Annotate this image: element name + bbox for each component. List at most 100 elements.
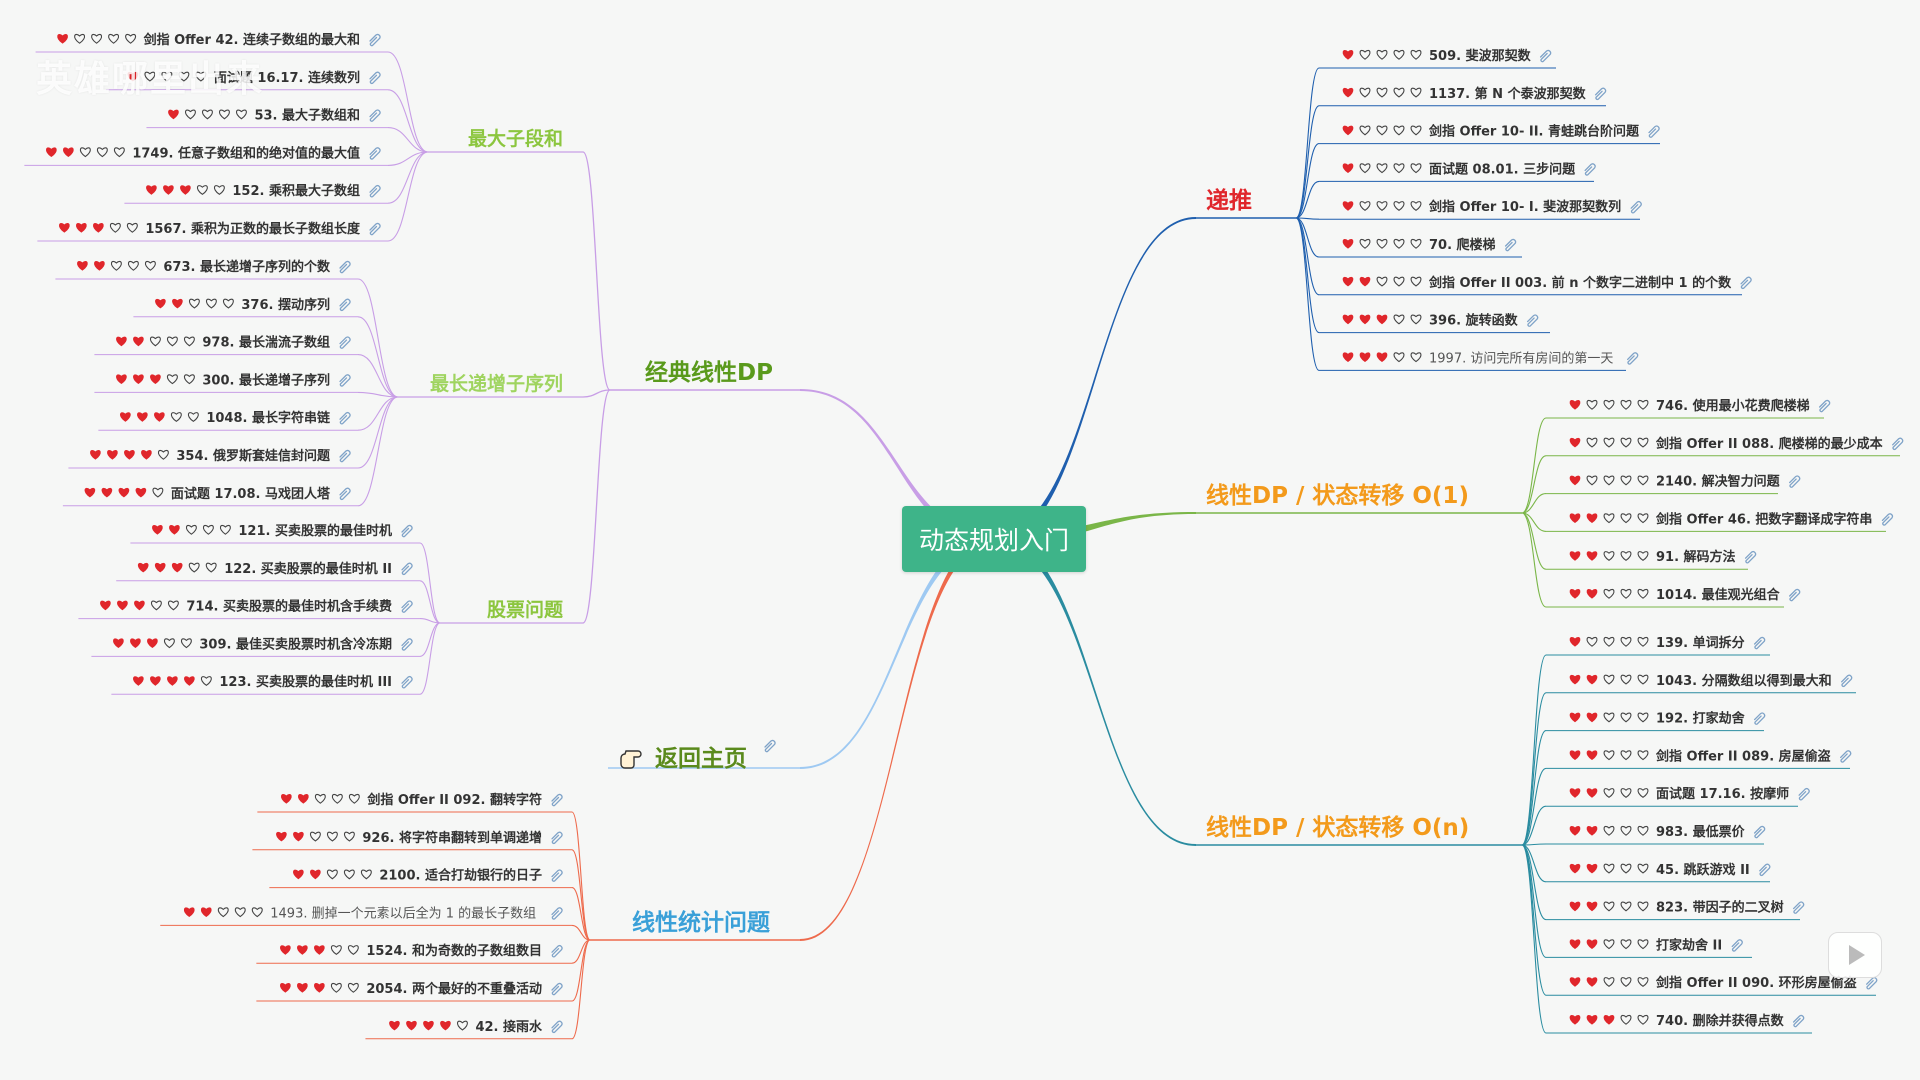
paperclip-icon[interactable] xyxy=(1818,399,1831,413)
leaf-item[interactable]: 1567. 乘积为正数的最长子数组长度 xyxy=(37,221,388,242)
leaf-label[interactable]: 509. 斐波那契数 xyxy=(1429,48,1532,64)
paperclip-icon[interactable] xyxy=(1753,636,1766,650)
leaf-label[interactable]: 121. 买卖股票的最佳时机 xyxy=(238,523,392,539)
leaf-item[interactable]: 123. 买卖股票的最佳时机 III xyxy=(111,674,420,695)
leaf-item[interactable]: 2100. 适合打劫银行的日子 xyxy=(269,868,572,889)
paperclip-icon[interactable] xyxy=(551,869,563,882)
leaf-label[interactable]: 剑指 Offer II 090. 环形房屋偷盗 xyxy=(1655,975,1857,991)
leaf-item[interactable]: 1524. 和为奇数的子数组数目 xyxy=(256,943,572,964)
leaf-item[interactable]: 剑指 Offer 10- I. 斐波那契数列 xyxy=(1319,199,1642,220)
group-label[interactable]: 股票问题 xyxy=(487,599,563,621)
leaf-label[interactable]: 剑指 Offer II 003. 前 n 个数字二进制中 1 的个数 xyxy=(1428,275,1732,291)
leaf-item[interactable]: 1997. 访问完所有房间的第一天 xyxy=(1319,350,1639,371)
branch-label[interactable]: 返回主页 xyxy=(655,746,747,772)
leaf-label[interactable]: 152. 乘积最大子数组 xyxy=(232,183,360,199)
leaf-item[interactable]: 1048. 最长字符串链 xyxy=(98,410,358,431)
leaf-item[interactable]: 剑指 Offer 42. 连续子数组的最大和 xyxy=(35,32,388,53)
play-button[interactable] xyxy=(1828,932,1882,978)
paperclip-icon[interactable] xyxy=(764,739,776,753)
leaf-item[interactable]: 剑指 Offer II 003. 前 n 个数字二进制中 1 的个数 xyxy=(1319,275,1752,296)
leaf-label[interactable]: 面试题 16.17. 连续数列 xyxy=(214,70,360,86)
leaf-label[interactable]: 面试题 08.01. 三步问题 xyxy=(1429,161,1576,177)
paperclip-icon[interactable] xyxy=(369,109,381,122)
leaf-label[interactable]: 剑指 Offer 10- I. 斐波那契数列 xyxy=(1428,199,1621,215)
branch-label[interactable]: 递推 xyxy=(1206,187,1252,214)
leaf-label[interactable]: 740. 删除并获得点数 xyxy=(1656,1013,1785,1029)
paperclip-icon[interactable] xyxy=(401,562,413,576)
paperclip-icon[interactable] xyxy=(1744,551,1757,564)
leaf-item[interactable]: 746. 使用最小花费爬楼梯 xyxy=(1546,398,1831,419)
paperclip-icon[interactable] xyxy=(551,907,563,920)
paperclip-icon[interactable] xyxy=(1792,901,1805,914)
leaf-item[interactable]: 1137. 第 N 个泰波那契数 xyxy=(1319,86,1607,107)
leaf-item[interactable]: 1043. 分隔数组以得到最大和 xyxy=(1546,673,1856,694)
leaf-item[interactable]: 剑指 Offer II 088. 爬楼梯的最少成本 xyxy=(1546,436,1904,457)
paperclip-icon[interactable] xyxy=(1841,674,1853,688)
paperclip-icon[interactable] xyxy=(339,336,351,349)
paperclip-icon[interactable] xyxy=(369,185,381,198)
leaf-label[interactable]: 2100. 适合打劫银行的日子 xyxy=(379,868,542,884)
paperclip-icon[interactable] xyxy=(1789,475,1801,488)
leaf-label[interactable]: 1137. 第 N 个泰波那契数 xyxy=(1429,86,1587,102)
branch-label[interactable]: 线性统计问题 xyxy=(632,909,770,936)
leaf-label[interactable]: 1997. 访问完所有房间的第一天 xyxy=(1429,350,1613,366)
paperclip-icon[interactable] xyxy=(1539,49,1552,63)
paperclip-icon[interactable] xyxy=(339,487,351,501)
paperclip-icon[interactable] xyxy=(1753,825,1766,839)
leaf-label[interactable]: 714. 买卖股票的最佳时机含手续费 xyxy=(186,599,392,615)
paperclip-icon[interactable] xyxy=(1594,87,1607,101)
paperclip-icon[interactable] xyxy=(369,222,381,236)
paperclip-icon[interactable] xyxy=(1789,588,1801,602)
leaf-item[interactable]: 300. 最长递增子序列 xyxy=(94,372,358,393)
paperclip-icon[interactable] xyxy=(1526,314,1539,327)
leaf-label[interactable]: 45. 跳跃游戏 II xyxy=(1656,862,1750,878)
paperclip-icon[interactable] xyxy=(1892,437,1904,451)
leaf-label[interactable]: 122. 买卖股票的最佳时机 II xyxy=(224,561,392,577)
leaf-item[interactable]: 152. 乘积最大子数组 xyxy=(124,183,388,204)
leaf-item[interactable]: 926. 将字符串翻转到单调递增 xyxy=(252,830,572,851)
root-node[interactable]: 动态规划入门 xyxy=(902,506,1086,572)
leaf-item[interactable]: 45. 跳跃游戏 II xyxy=(1546,862,1771,883)
paperclip-icon[interactable] xyxy=(339,374,351,387)
paperclip-icon[interactable] xyxy=(1740,276,1752,290)
paperclip-icon[interactable] xyxy=(339,260,351,274)
leaf-label[interactable]: 1749. 任意子数组和的绝对值的最大值 xyxy=(132,145,360,161)
paperclip-icon[interactable] xyxy=(1627,352,1639,365)
leaf-item[interactable]: 剑指 Offer 46. 把数字翻译成字符串 xyxy=(1546,511,1894,532)
paperclip-icon[interactable] xyxy=(551,831,563,845)
leaf-item[interactable]: 2140. 解决智力问题 xyxy=(1546,474,1801,495)
paperclip-icon[interactable] xyxy=(339,449,351,463)
leaf-item[interactable]: 42. 接雨水 xyxy=(365,1019,572,1040)
leaf-item[interactable]: 1749. 任意子数组和的绝对值的最大值 xyxy=(24,145,388,166)
leaf-item[interactable]: 740. 删除并获得点数 xyxy=(1546,1013,1812,1034)
leaf-label[interactable]: 70. 爬楼梯 xyxy=(1429,237,1496,253)
leaf-item[interactable]: 91. 解码方法 xyxy=(1546,549,1757,570)
leaf-label[interactable]: 354. 俄罗斯套娃信封问题 xyxy=(176,448,331,464)
leaf-item[interactable]: 509. 斐波那契数 xyxy=(1319,48,1556,69)
leaf-label[interactable]: 剑指 Offer II 092. 翻转字符 xyxy=(366,792,542,808)
leaf-item[interactable]: 192. 打家劫舍 xyxy=(1546,711,1766,732)
leaf-label[interactable]: 1567. 乘积为正数的最长子数组长度 xyxy=(145,221,361,237)
leaf-label[interactable]: 53. 最大子数组和 xyxy=(254,108,360,124)
leaf-label[interactable]: 1014. 最佳观光组合 xyxy=(1656,587,1781,603)
leaf-label[interactable]: 1043. 分隔数组以得到最大和 xyxy=(1656,673,1832,689)
paperclip-icon[interactable] xyxy=(551,793,563,807)
leaf-label[interactable]: 42. 接雨水 xyxy=(475,1019,543,1035)
leaf-label[interactable]: 746. 使用最小花费爬楼梯 xyxy=(1656,398,1810,414)
paperclip-icon[interactable] xyxy=(369,147,381,160)
paperclip-icon[interactable] xyxy=(369,33,381,47)
leaf-item[interactable]: 673. 最长递增子序列的个数 xyxy=(55,259,358,280)
paperclip-icon[interactable] xyxy=(1881,513,1894,526)
leaf-label[interactable]: 剑指 Offer 46. 把数字翻译成字符串 xyxy=(1655,511,1872,527)
leaf-label[interactable]: 983. 最低票价 xyxy=(1656,824,1746,840)
group-label[interactable]: 最长递增子序列 xyxy=(430,372,563,395)
paperclip-icon[interactable] xyxy=(1753,712,1766,725)
leaf-label[interactable]: 91. 解码方法 xyxy=(1656,549,1736,565)
leaf-label[interactable]: 打家劫舍 II xyxy=(1656,937,1722,953)
paperclip-icon[interactable] xyxy=(1731,939,1743,952)
paperclip-icon[interactable] xyxy=(1584,163,1596,176)
leaf-item[interactable]: 1493. 删掉一个元素以后全为 1 的最长子数组 xyxy=(160,905,572,926)
leaf-label[interactable]: 面试题 17.16. 按摩师 xyxy=(1656,786,1789,802)
paperclip-icon[interactable] xyxy=(1866,977,1878,990)
leaf-label[interactable]: 1493. 删掉一个元素以后全为 1 的最长子数组 xyxy=(270,905,536,921)
